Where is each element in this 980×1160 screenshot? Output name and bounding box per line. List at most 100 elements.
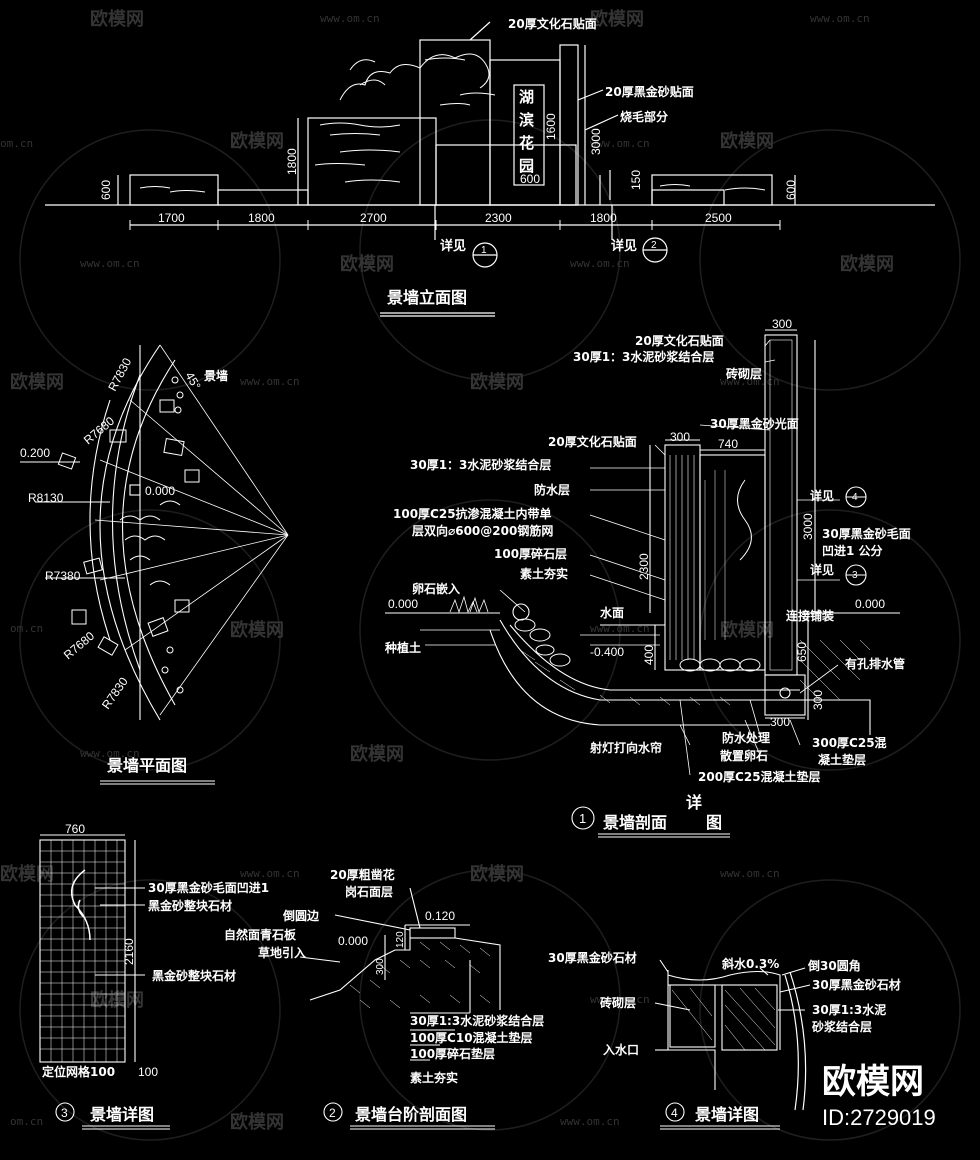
level-label: 0.000 [338, 934, 368, 948]
section-view [385, 329, 900, 838]
radius-label: R8130 [28, 491, 64, 505]
dim-label: 300 [811, 690, 825, 710]
watermark-url: www.om.cn [80, 257, 140, 270]
detail2-label: 100厚碎石垫层 [410, 1046, 495, 1061]
section-label: 种植土 [384, 640, 421, 655]
dim-label: 1700 [158, 211, 185, 225]
dim-label: 1600 [544, 113, 558, 140]
section-label: 20厚文化石贴面 [635, 333, 724, 348]
detail3-label: 黑金砂整块石材 [152, 968, 236, 983]
detail4-title: 景墙详图 [695, 1105, 759, 1124]
dim-label: 1800 [248, 211, 275, 225]
watermark-url: om.cn [0, 137, 33, 150]
detail3-text: 760 2160 30厚黑金砂毛面凹进1 黑金砂整块石材 黑金砂整块石材 定位网… [42, 822, 269, 1124]
dim-label: 650 [795, 642, 809, 662]
watermark-url: www.om.cn [560, 1115, 620, 1128]
sign-char: 滨 [519, 111, 534, 129]
watermark-brand: 欧模网 [590, 8, 644, 30]
water-label: 水面 [600, 605, 624, 620]
detail4-number: 4 [671, 1106, 678, 1120]
watermark-brand: 欧模网 [470, 371, 524, 393]
section-label: 100厚碎石层 [494, 546, 567, 561]
section-label: 20厚文化石贴面 [548, 434, 637, 449]
label-granite: 20厚黑金砂贴面 [605, 84, 694, 99]
watermark-url: www.om.cn [810, 12, 870, 25]
watermark-url: www.om.cn [590, 993, 650, 1006]
radius-label: R7830 [105, 355, 134, 393]
grid-note: 定位网格100 [42, 1064, 115, 1079]
wall-label: 景墙 [204, 368, 228, 383]
angle-label: 45° [182, 370, 203, 393]
level-label: -0.400 [590, 645, 624, 659]
section-label: 砖砌层 [726, 366, 762, 381]
watermark-brand: 欧模网 [470, 863, 524, 885]
detail3-label: 30厚黑金砂毛面凹进1 [148, 880, 269, 895]
dim-label: 300 [670, 430, 690, 444]
detail4-view [654, 959, 811, 1130]
ref-label: 详见 [611, 238, 637, 254]
ref-number: 2 [651, 240, 657, 251]
watermark-brand: 欧模网 [90, 8, 144, 30]
watermark-url: om.cn [10, 1115, 43, 1128]
dim-label: 760 [65, 822, 85, 836]
badge-id: ID:2729019 [822, 1105, 936, 1130]
dim-label: 300 [772, 317, 792, 331]
dim-label: 300 [375, 958, 386, 975]
watermark-url: www.om.cn [80, 747, 140, 760]
section-label: 30厚黑金砂光面 [710, 416, 799, 431]
watermark-brand: 欧模网 [720, 619, 774, 641]
dim-label: 150 [629, 170, 643, 190]
section-label: 有孔排水管 [845, 656, 905, 671]
watermark-brand: 欧模网 [840, 253, 894, 275]
ref-number: 1 [481, 245, 487, 256]
section-label: 凹进1 公分 [822, 543, 883, 558]
level-label: 0.000 [388, 597, 418, 611]
watermark-url: www.om.cn [240, 867, 300, 880]
dim-label: 2300 [485, 211, 512, 225]
watermark-brand: 欧模网 [350, 743, 404, 765]
sign-char: 湖 [519, 88, 534, 106]
grid-value: 100 [138, 1065, 158, 1079]
section-label: 凝土垫层 [818, 752, 866, 767]
section-label: 防水处理 [722, 730, 770, 745]
section-label: 200厚C25混凝土垫层 [698, 769, 821, 784]
section-title-suffix: 详 [686, 793, 702, 812]
badge-brand: 欧模网 [822, 1062, 924, 1102]
detail4-text: 30厚黑金砂石材 斜水0.3% 倒30圆角 30厚黑金砂石材 30厚1:3水泥 … [548, 950, 901, 1124]
dim-label: 300 [770, 715, 790, 729]
detail2-label: 100厚C10混凝土垫层 [410, 1030, 533, 1045]
detail4-label: 30厚黑金砂石材 [812, 977, 901, 992]
section-label: 散置卵石 [720, 748, 768, 763]
ref-label: 详见 [810, 488, 834, 503]
dim-label: 0.120 [425, 909, 455, 923]
dim-label: 2500 [705, 211, 732, 225]
dim-label: 1800 [590, 211, 617, 225]
detail4-label: 倒30圆角 [807, 958, 861, 973]
detail2-label: 30厚1:3水泥砂浆结合层 [410, 1013, 544, 1028]
detail2-label: 倒圆边 [282, 908, 320, 923]
detail4-label: 砂浆结合层 [811, 1019, 872, 1034]
watermark-brand: 欧模网 [230, 619, 284, 641]
section-label: 30厚黑金砂毛面 [822, 526, 911, 541]
level-label: 0.000 [855, 597, 885, 611]
watermark-brand: 欧模网 [10, 371, 64, 393]
section-label: 卵石嵌入 [412, 581, 460, 596]
radius-label: R7680 [61, 629, 97, 663]
section-number: 1 [579, 811, 586, 826]
dim-label: 3000 [589, 128, 603, 155]
ref-label: 详见 [810, 562, 834, 577]
detail4-label: 斜水0.3% [721, 956, 779, 971]
detail4-label: 30厚1:3水泥 [812, 1002, 886, 1017]
watermark-brand: 欧模网 [340, 253, 394, 275]
dim-label: 600 [784, 180, 798, 200]
watermark-url: www.om.cn [590, 622, 650, 635]
detail4-label: 入水口 [603, 1042, 639, 1057]
elevation-title: 景墙立面图 [387, 288, 467, 307]
sign-char: 花 [519, 134, 534, 152]
dim-label: 2300 [637, 553, 651, 580]
detail2-label: 岗石面层 [345, 885, 393, 899]
detail2-title: 景墙台阶剖面图 [355, 1105, 467, 1124]
section-title-end: 图 [706, 813, 722, 832]
watermark-url: www.om.cn [240, 375, 300, 388]
